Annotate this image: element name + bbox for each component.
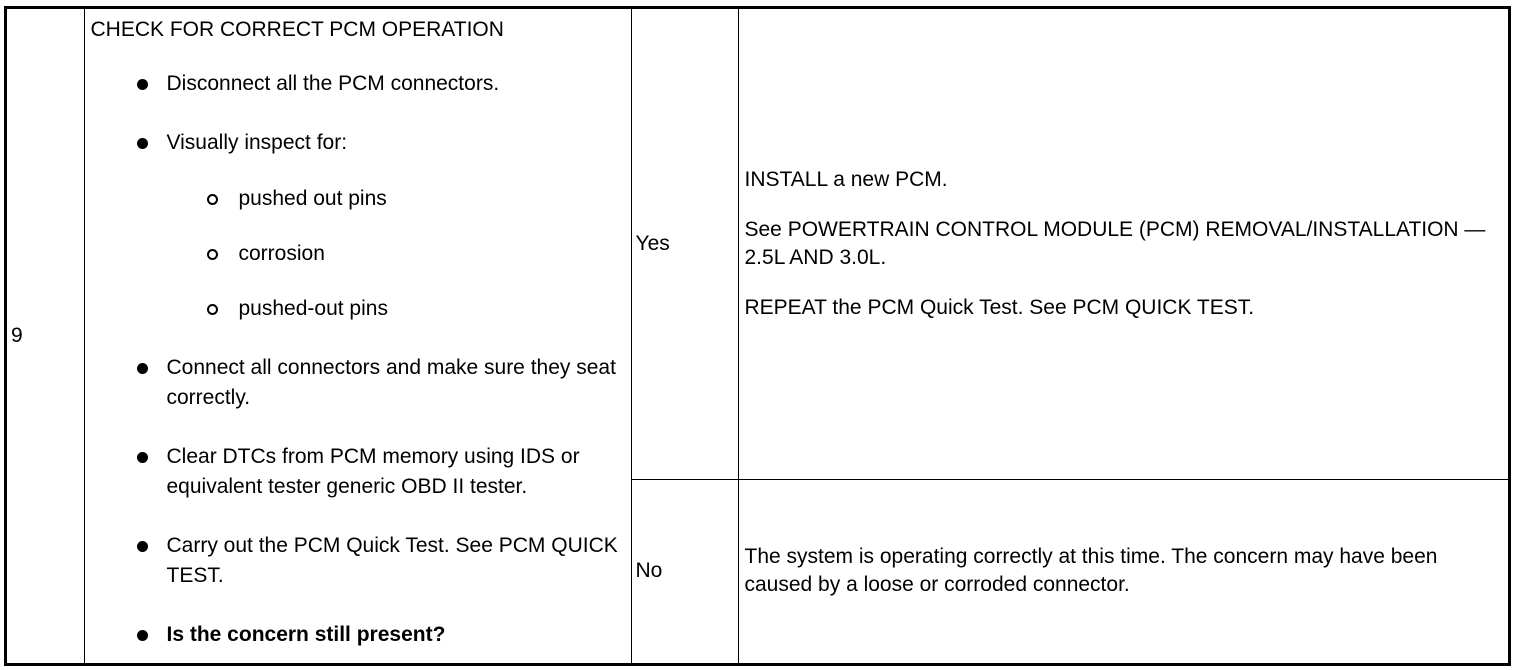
diagnostic-table-frame: 9 CHECK FOR CORRECT PCM OPERATION Discon… [4,6,1511,666]
bullet-dot-icon [136,79,148,90]
instruction-item: Visually inspect for: pushed out pins co… [91,128,627,324]
bullet-circle-icon [206,304,218,315]
bullet-dot-icon [136,363,148,374]
result-no-cell: No [631,478,739,663]
action-text: The system is operating correctly at thi… [744,545,1438,597]
instruction-item: Disconnect all the PCM connectors. [91,69,627,99]
diagnostic-step-table: 9 CHECK FOR CORRECT PCM OPERATION Discon… [7,9,1508,664]
action-no-cell: The system is operating correctly at thi… [737,478,1508,663]
inspection-sublist: pushed out pins corrosion pushed-out pin… [167,184,627,324]
result-yes-label: Yes [635,231,670,255]
step-title: CHECK FOR CORRECT PCM OPERATION [90,18,504,41]
action-text: INSTALL a new PCM. [744,167,948,191]
sub-item: corrosion [165,239,627,269]
bullet-dot-icon [136,541,148,552]
result-yes-cell: Yes [630,9,739,480]
sub-item-text: pushed-out pins [238,297,388,320]
sub-item-text: corrosion [238,242,325,265]
question-text: Is the concern still present? [166,623,446,646]
instruction-item: Carry out the PCM Quick Test. See PCM QU… [91,531,627,591]
bullet-circle-icon [206,194,218,205]
instruction-item-question: Is the concern still present? [91,620,627,650]
step-number-cell: 9 [7,9,85,664]
instruction-text: Clear DTCs from PCM memory using IDS or … [166,445,580,498]
action-yes-cell: INSTALL a new PCM. See POWERTRAIN CONTRO… [737,9,1508,480]
bullet-dot-icon [136,452,148,463]
sub-item: pushed-out pins [165,294,627,324]
instruction-list: Disconnect all the PCM connectors. Visua… [91,69,627,650]
step-number: 9 [11,323,23,347]
action-text: See POWERTRAIN CONTROL MODULE (PCM) REMO… [744,217,1486,269]
instructions-cell: CHECK FOR CORRECT PCM OPERATION Disconne… [83,9,632,664]
sub-item-text: pushed out pins [238,187,387,210]
bullet-dot-icon [136,630,148,641]
instruction-text: Connect all connectors and make sure the… [166,356,616,409]
bullet-dot-icon [136,138,148,149]
action-text: REPEAT the PCM Quick Test. See PCM QUICK… [744,295,1255,319]
instruction-item: Connect all connectors and make sure the… [91,353,627,413]
instruction-text: Carry out the PCM Quick Test. See PCM QU… [166,534,618,587]
instruction-item: Clear DTCs from PCM memory using IDS or … [91,442,627,502]
sub-item: pushed out pins [165,184,627,214]
result-no-label: No [635,559,663,583]
instruction-text: Disconnect all the PCM connectors. [166,72,500,95]
instruction-text: Visually inspect for: [166,131,348,154]
bullet-circle-icon [206,249,218,260]
